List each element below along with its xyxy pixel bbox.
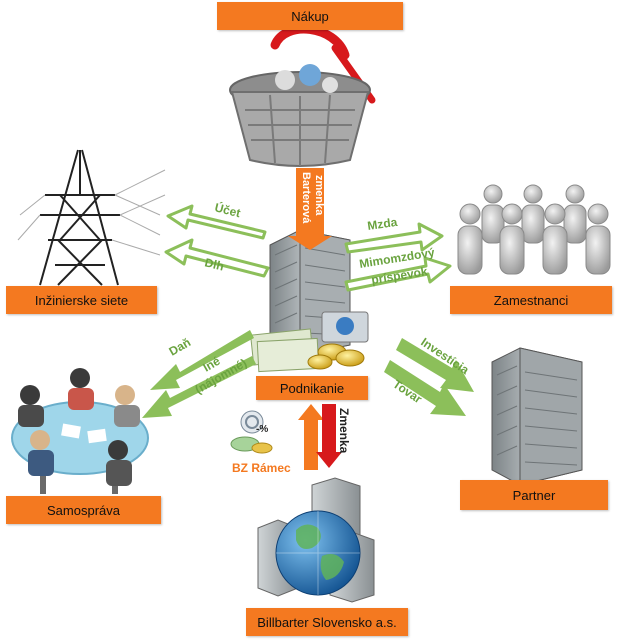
arrow-mzda (344, 222, 444, 254)
node-nakup-label: Nákup (291, 8, 329, 24)
node-partner-label: Partner (512, 487, 556, 503)
label-mzda: Mzda (366, 215, 398, 233)
employees-group-icon (457, 184, 611, 275)
arrow-dan (150, 330, 254, 390)
node-inzinierske-siete: Inžinierske siete (6, 286, 157, 314)
arrow-tovar (384, 360, 466, 416)
globe-buildings-icon (257, 477, 375, 603)
label-bz-ramec: BZ Rámec (232, 461, 291, 475)
label-zmenka-top: zmenka (313, 175, 325, 216)
node-zamestnanci: Zamestnanci (450, 286, 612, 314)
shopping-basket-icon (229, 24, 376, 167)
label-zmenka: Zmenka (337, 408, 351, 454)
arrow-bz-ramec-up (298, 404, 324, 470)
node-podnikanie-label: Podnikanie (279, 380, 345, 396)
arrow-zmenka-down (316, 404, 342, 468)
arrow-mimomzdovy (344, 256, 452, 292)
label-ucet: Účet (213, 199, 242, 220)
arrow-ucet (166, 204, 267, 240)
arrow-nakup-to-podnikanie (288, 168, 332, 250)
node-samosprava-label: Samospráva (47, 502, 120, 518)
label-dan: Daň (167, 335, 194, 358)
label-barterova: Barterová (300, 172, 312, 224)
arrow-dlh (164, 238, 270, 278)
node-podnikanie: Podnikanie (256, 376, 368, 400)
node-samosprava: Samospráva (6, 496, 161, 524)
bz-ramec-icon (230, 410, 273, 454)
meeting-table-icon (11, 368, 149, 494)
arrow-investicia (396, 338, 474, 392)
money-cards-icon (250, 311, 369, 373)
node-billbarter-label: Billbarter Slovensko a.s. (257, 614, 397, 630)
arrow-ine (142, 356, 256, 418)
label-percent: -% (256, 424, 268, 435)
partner-building-icon (491, 347, 583, 486)
power-pylon-icon (17, 149, 166, 286)
node-inzinierske-siete-label: Inžinierske siete (34, 292, 129, 308)
label-dlh: Dlh (203, 255, 225, 273)
node-zamestnanci-label: Zamestnanci (493, 292, 569, 308)
node-nakup: Nákup (217, 2, 403, 30)
node-billbarter: Billbarter Slovensko a.s. (246, 608, 408, 636)
node-partner: Partner (460, 480, 608, 510)
